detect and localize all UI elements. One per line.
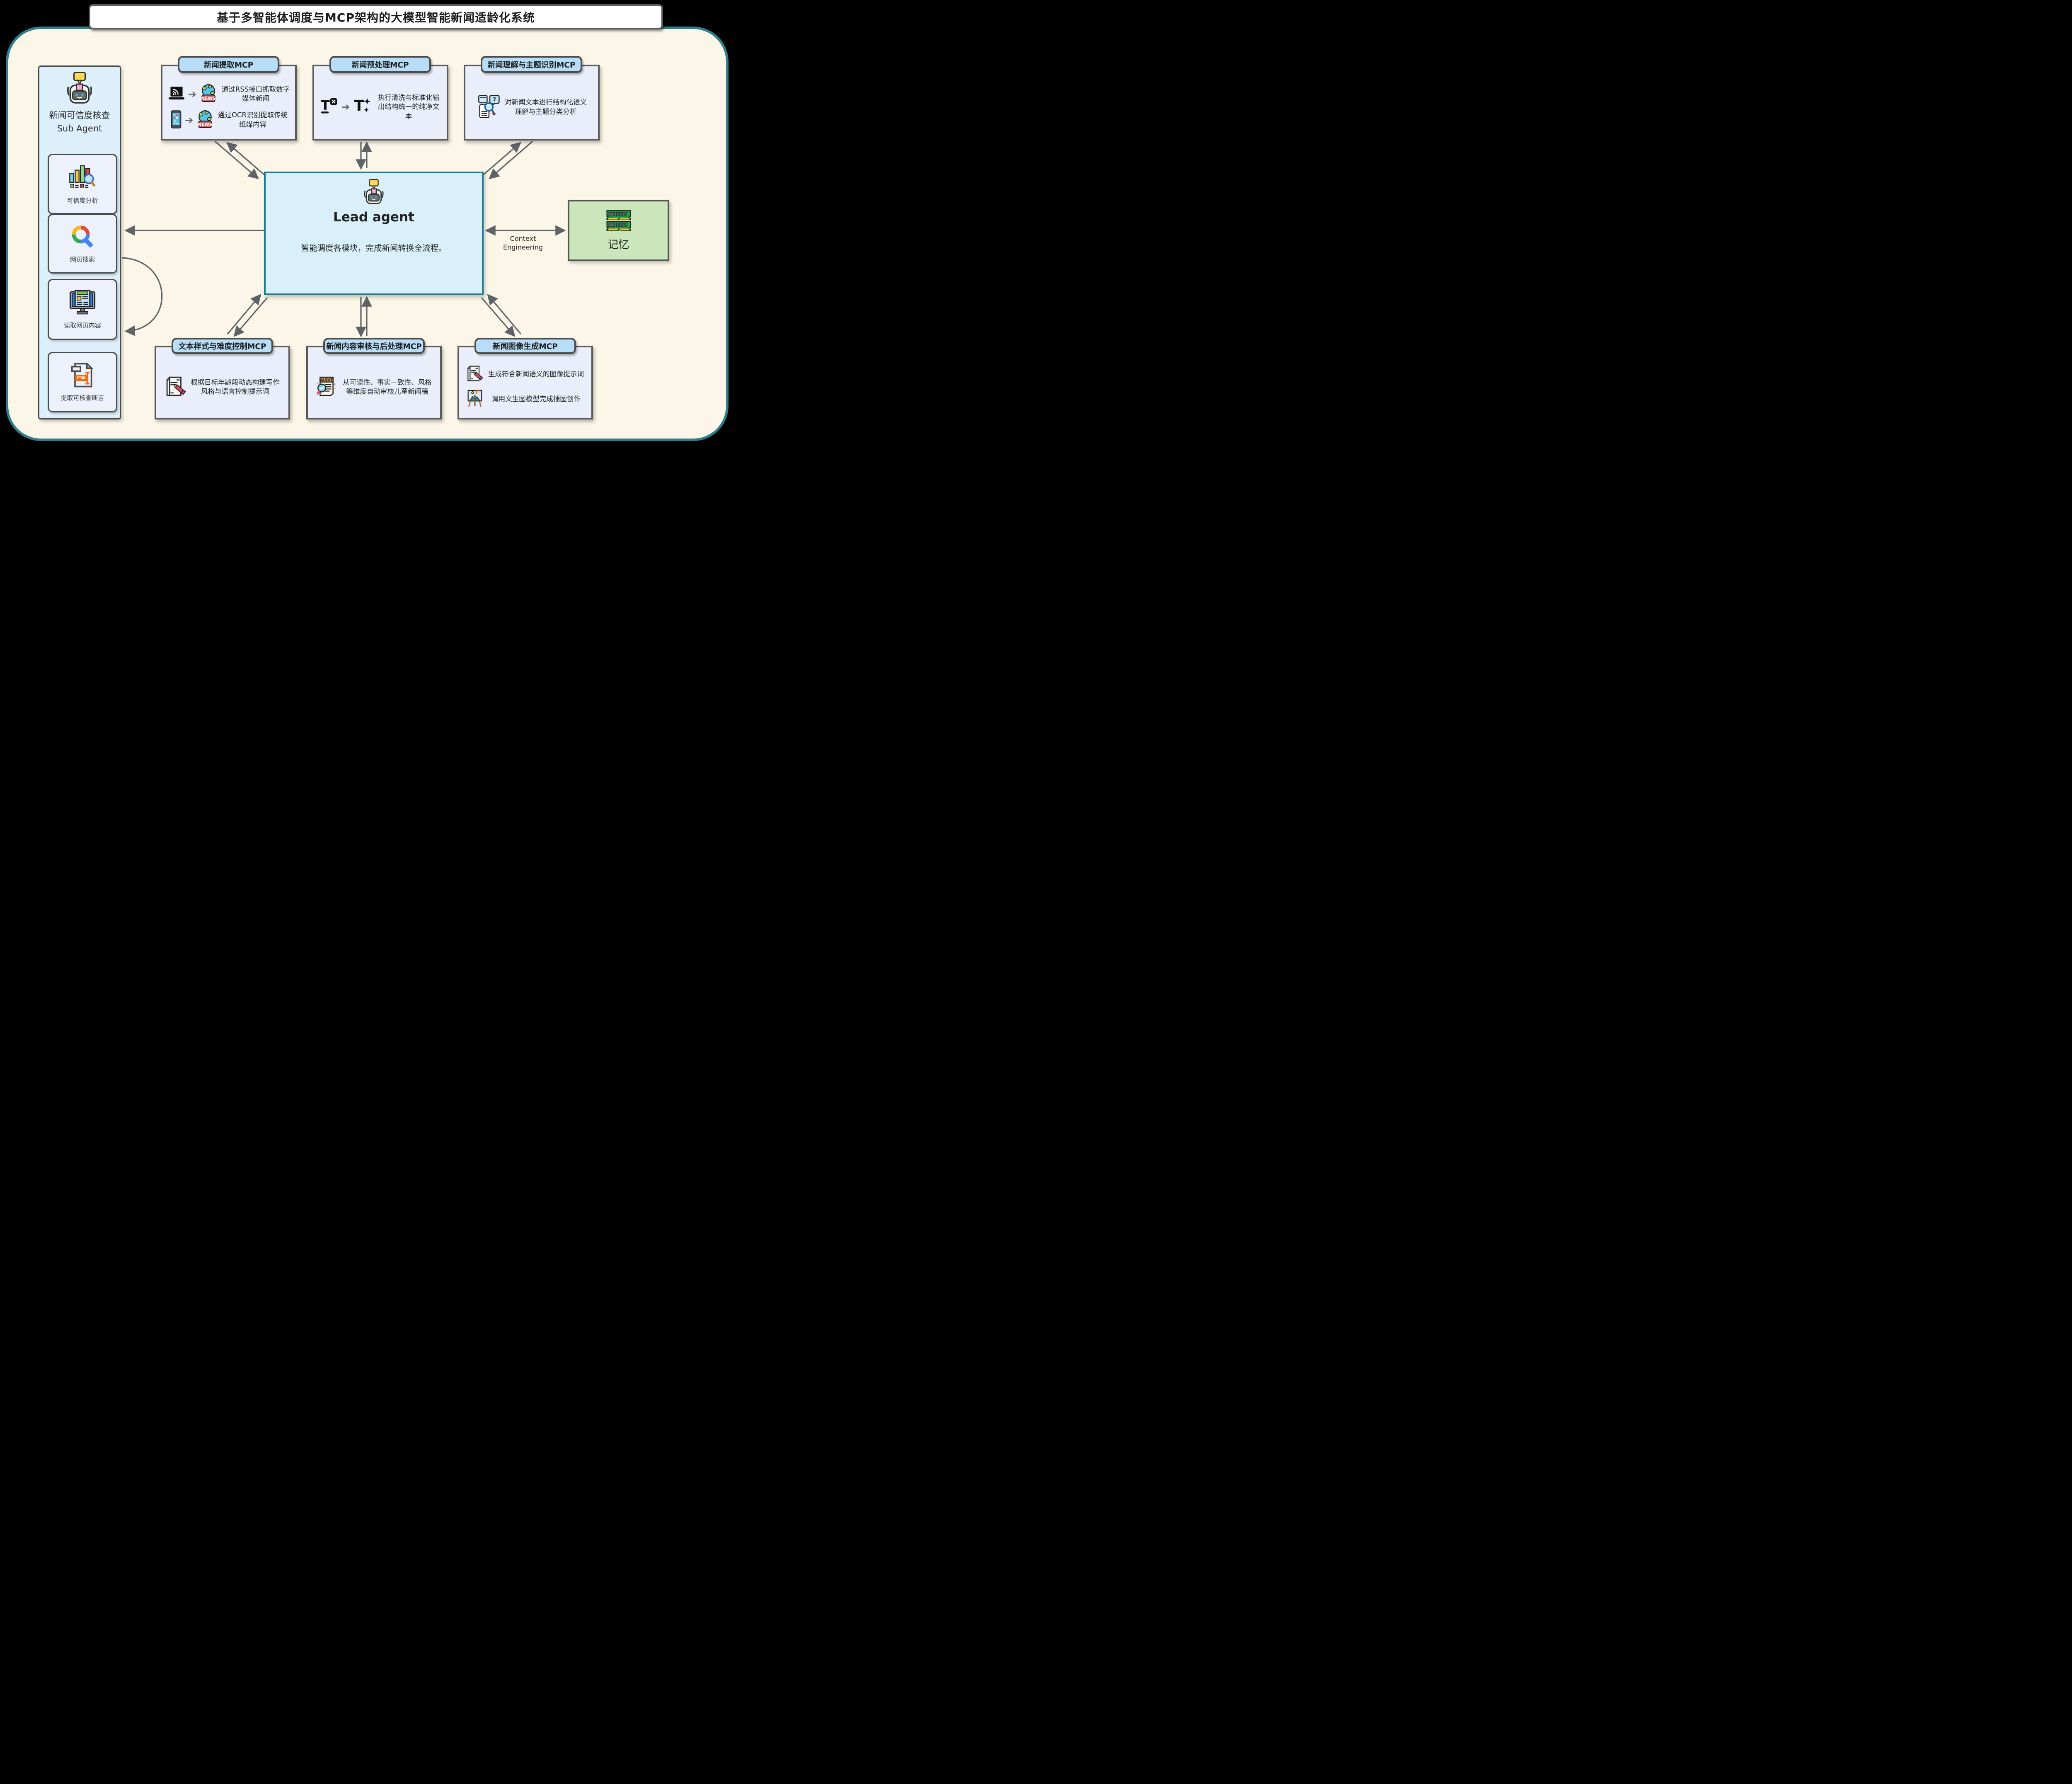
context-line2: Engineering [503, 243, 543, 251]
sidebar-item-websearch[interactable]: 网页搜索 [48, 214, 117, 274]
subagent-title-line1: 新闻可信度核查 [49, 110, 110, 120]
doc-pencil-icon [467, 365, 483, 383]
web-search-icon [70, 224, 95, 251]
clean-text-icon: T [353, 97, 371, 116]
pill-label: 文本样式与难度控制MCP [178, 342, 266, 351]
box-news-understanding-mcp: ? 对新闻文本进行结构化语义理解与主题分类分析 [464, 65, 600, 141]
style-row: 根据目标年龄段动态构建写作风格与语言控制提示词 [162, 376, 284, 398]
svg-text:NEWS: NEWS [198, 122, 213, 127]
extract-claims-icon [70, 361, 94, 389]
sidebar-item-credibility[interactable]: 可信度分析 [48, 154, 117, 214]
memory-label: 记忆 [608, 238, 629, 251]
sidebar-item-label: 可信度分析 [67, 196, 98, 204]
paint-row: 调用文生图模型完成插图创作 [465, 389, 587, 409]
right-arrow-icon: ➔ [188, 88, 197, 100]
svg-text:?: ? [493, 97, 496, 103]
pill-label: 新闻理解与主题识别MCP [487, 61, 576, 70]
pill-label: 新闻提取MCP [203, 61, 254, 70]
box-text-style-mcp: 根据目标年龄段动态构建写作风格与语言控制提示词 [155, 346, 290, 419]
svg-text:AUDIT: AUDIT [320, 378, 333, 383]
sidebar-item-readpage[interactable]: 读取网页内容 [48, 279, 117, 340]
sidebar-item-label: 提取可核查断言 [61, 394, 104, 402]
row-text: 通过OCR识别提取传统纸媒内容 [218, 111, 288, 128]
doc-pencil-icon [165, 376, 186, 398]
row-text: 执行清洗与标准化输出结构统一的纯净文本 [378, 94, 440, 120]
dirty-text-icon: T [320, 97, 338, 116]
subagent-title-line2: Sub Agent [57, 123, 102, 133]
diagram-stage: 基于多智能体调度与MCP架构的大模型智能新闻适龄化系统 新闻可信度核查 Sub … [0, 0, 734, 446]
understanding-row: ? 对新闻文本进行结构化语义理解与主题分类分析 [471, 95, 594, 120]
pill-label: 新闻预处理MCP [351, 61, 409, 70]
pill-image-gen-mcp: 新闻图像生成MCP [474, 338, 576, 354]
news-globe-icon: NEWS [196, 110, 214, 131]
row-text: 调用文生图模型完成插图创作 [491, 395, 581, 403]
clean-row: T ➔ T 执行清洗与标准化输出结构统一的纯净文本 [320, 93, 443, 121]
box-news-extraction-mcp: ➔ NEWS 通过RSS接口抓取数字媒体新闻 [161, 65, 297, 141]
memory-box: 记忆 [568, 200, 669, 261]
lead-agent-description: 智能调度各模块，完成新闻转换全流程。 [301, 243, 447, 253]
read-webpage-icon [69, 289, 96, 317]
svg-text:NEWS: NEWS [201, 97, 216, 102]
row-text: 对新闻文本进行结构化语义理解与主题分类分析 [505, 98, 587, 116]
page-title-bar: 基于多智能体调度与MCP架构的大模型智能新闻适龄化系统 [89, 4, 663, 29]
rss-row: ➔ NEWS 通过RSS接口抓取数字媒体新闻 [168, 84, 291, 104]
doc-semantic-search-icon: ? [478, 95, 501, 120]
sidebar-item-label: 网页搜索 [70, 255, 95, 263]
subagent-title: 新闻可信度核查 Sub Agent [39, 109, 120, 135]
pill-review-mcp: 新闻内容审核与后处理MCP [323, 338, 425, 354]
subagent-panel: 新闻可信度核查 Sub Agent 可信度分析 [38, 65, 121, 419]
robot-icon [362, 179, 386, 208]
row-text: 通过RSS接口抓取数字媒体新闻 [221, 85, 290, 103]
audit-row: AUDIT 从可读性、事实一致性、风格等维度自动审核儿童新闻稿 [314, 376, 436, 399]
box-news-preprocess-mcp: T ➔ T 执行清洗与标准化输出结构统一的纯净文本 [312, 65, 448, 141]
pill-label: 新闻图像生成MCP [493, 342, 558, 351]
pill-text-style-mcp: 文本样式与难度控制MCP [172, 338, 273, 354]
right-arrow-icon: ➔ [341, 101, 350, 113]
sidebar-item-claims[interactable]: 提取可核查断言 [48, 352, 117, 412]
context-engineering-label: Context Engineering [488, 235, 558, 252]
lead-agent-box: Lead agent 智能调度各模块，完成新闻转换全流程。 [264, 172, 484, 295]
svg-text:T: T [321, 97, 330, 113]
context-line1: Context [510, 235, 536, 242]
ocr-row: ➔ NEWS 通过OCR识别提取传统纸媒内容 [168, 110, 291, 131]
robot-icon [65, 72, 94, 108]
news-globe-icon: NEWS [200, 84, 217, 104]
lead-agent-name: Lead agent [333, 210, 414, 225]
credibility-chart-icon [69, 164, 96, 192]
row-text: 生成符合新闻语义的图像提示词 [488, 370, 584, 378]
smartphone-icon [171, 110, 182, 130]
pill-news-preprocess-mcp: 新闻预处理MCP [329, 56, 431, 73]
pill-label: 新闻内容审核与后处理MCP [326, 342, 422, 351]
svg-text:T: T [354, 97, 364, 114]
prompt-row: 生成符合新闻语义的图像提示词 [465, 365, 587, 383]
pill-news-understanding-mcp: 新闻理解与主题识别MCP [481, 56, 582, 73]
pill-news-extraction-mcp: 新闻提取MCP [178, 56, 279, 73]
ram-icon [606, 210, 632, 233]
box-image-gen-mcp: 生成符合新闻语义的图像提示词 调用文生图模型完成插图创作 [457, 346, 593, 419]
page-title: 基于多智能体调度与MCP架构的大模型智能新闻适龄化系统 [217, 10, 535, 24]
rss-laptop-icon [168, 86, 185, 102]
audit-doc-icon: AUDIT [316, 376, 337, 399]
row-text: 从可读性、事实一致性、风格等维度自动审核儿童新闻稿 [343, 378, 432, 395]
row-text: 根据目标年龄段动态构建写作风格与语言控制提示词 [191, 378, 280, 395]
box-review-mcp: AUDIT 从可读性、事实一致性、风格等维度自动审核儿童新闻稿 [306, 346, 442, 419]
sidebar-item-label: 读取网页内容 [63, 322, 101, 329]
right-arrow-icon: ➔ [184, 114, 194, 126]
easel-icon [467, 389, 483, 409]
